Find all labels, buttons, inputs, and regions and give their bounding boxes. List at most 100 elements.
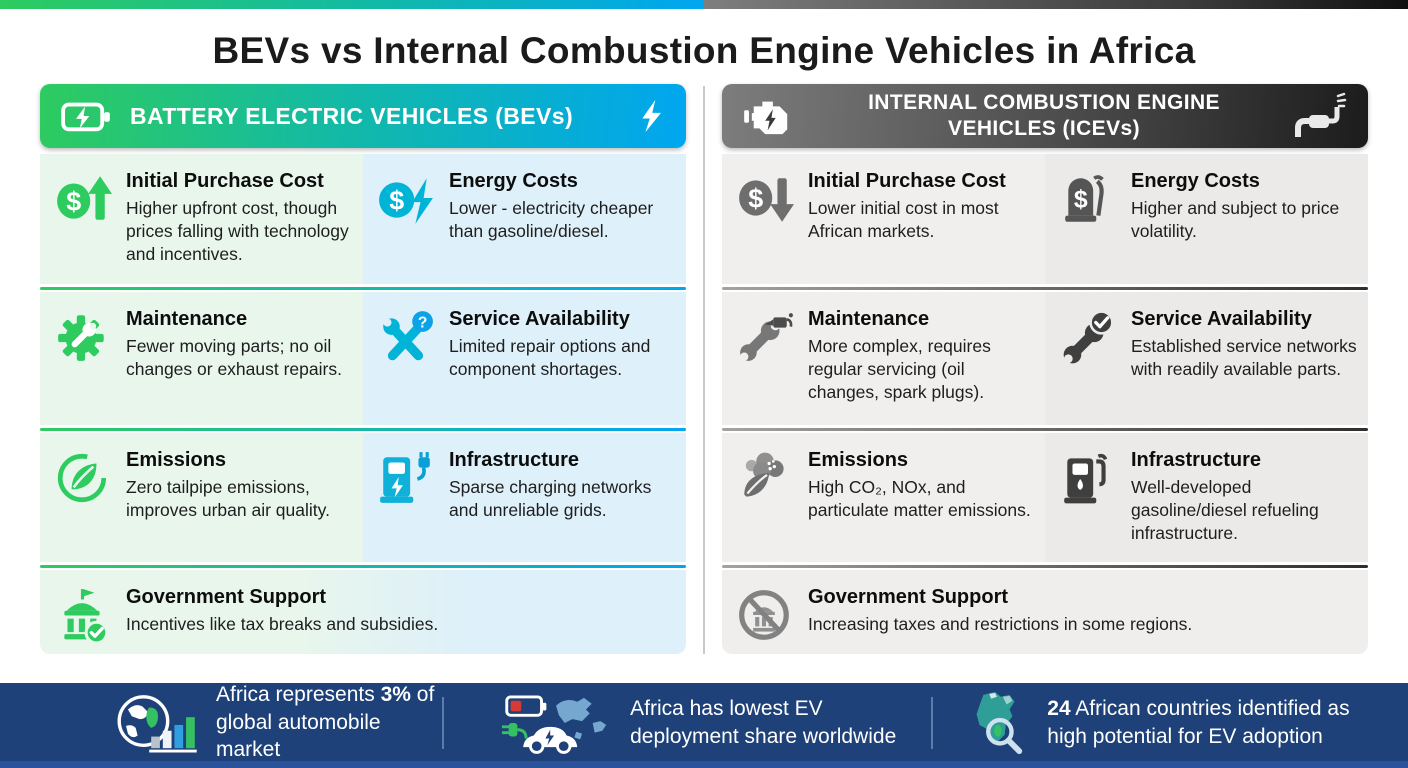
bev-row-divider (40, 286, 686, 290)
icev-header-title: INTERNAL COMBUSTION ENGINE VEHICLES (ICE… (868, 91, 1220, 140)
footer-stats-bar: Africa represents 3% of global automobil… (0, 683, 1408, 768)
cell-title: Energy Costs (1131, 170, 1260, 192)
footer-divider (931, 696, 934, 749)
leaf-circle-icon (54, 449, 112, 507)
cell-desc: Lower initial cost in most African marke… (808, 198, 999, 241)
stat-text-bold: 24 (1047, 696, 1071, 720)
svg-text:$: $ (66, 186, 81, 216)
bev-row-emissions: Emissions Zero tailpipe emissions, impro… (40, 433, 686, 562)
cell-title: Initial Purchase Cost (126, 170, 324, 192)
icev-cell-maintenance: Maintenance More complex, requires regul… (722, 292, 1045, 425)
engine-icon (742, 94, 798, 138)
svg-text:$: $ (748, 183, 763, 213)
icev-cell-service-availability: Service Availability Established service… (1045, 292, 1368, 425)
wrench-oil-can-icon (736, 308, 794, 366)
bev-cell-maintenance: Maintenance Fewer moving parts; no oil c… (40, 292, 363, 425)
icev-cell-energy-costs: $ Energy Costs Higher and subject to pri… (1045, 154, 1368, 284)
icev-row-maintenance: Maintenance More complex, requires regul… (722, 292, 1368, 425)
bev-cell-government-support: Government Support Incentives like tax b… (40, 570, 686, 654)
bev-row-divider (40, 564, 686, 568)
cell-desc: Limited repair options and component sho… (449, 336, 651, 379)
icev-row-costs: $ Initial Purchase Cost Lower initial co… (722, 154, 1368, 284)
lightning-bolt-icon (636, 93, 666, 139)
stat-text: Africa represents 3% of global automobil… (216, 681, 442, 764)
cell-title: Service Availability (1131, 308, 1312, 330)
cell-desc: Sparse charging networks and unreliable … (449, 477, 652, 520)
cell-title: Energy Costs (449, 170, 578, 192)
footer-bottom-strip (0, 761, 1408, 768)
bev-column: BATTERY ELECTRIC VEHICLES (BEVs) $ (40, 84, 686, 654)
icev-column: INTERNAL COMBUSTION ENGINE VEHICLES (ICE… (722, 84, 1368, 654)
stat-text: 24 African countries identified as high … (1047, 695, 1377, 750)
bev-cell-initial-purchase-cost: $ Initial Purchase Cost Higher upfront c… (40, 154, 363, 284)
icev-row-emissions: Emissions High CO₂, NOx, and particulate… (722, 433, 1368, 562)
icev-cell-emissions: Emissions High CO₂, NOx, and particulate… (722, 433, 1045, 562)
dollar-down-arrow-icon: $ (736, 170, 794, 228)
exhaust-pipe-icon (1290, 91, 1348, 141)
cell-desc: Established service networks with readil… (1131, 336, 1357, 379)
cell-title: Maintenance (126, 308, 248, 330)
cell-title: Infrastructure (1131, 449, 1262, 471)
dollar-lightning-icon: $ (377, 170, 435, 228)
bev-row-divider (40, 427, 686, 431)
wrench-check-icon (1059, 308, 1117, 366)
stat-ev-potential: 24 African countries identified as high … (933, 683, 1408, 768)
top-accent-icev-segment (704, 0, 1408, 9)
svg-text:$: $ (389, 185, 404, 215)
cell-title: Emissions (808, 449, 909, 471)
cell-desc: Incentives like tax breaks and subsidies… (126, 614, 439, 634)
bev-row-maintenance: Maintenance Fewer moving parts; no oil c… (40, 292, 686, 425)
icev-cell-infrastructure: Infrastructure Well-developed gasoline/d… (1045, 433, 1368, 562)
cell-desc: Well-developed gasoline/diesel refueling… (1131, 477, 1319, 543)
cell-desc: Fewer moving parts; no oil changes or ex… (126, 336, 342, 379)
cell-title: Emissions (126, 449, 227, 471)
government-ban-icon (736, 586, 794, 644)
bev-cell-infrastructure: Infrastructure Sparse charging networks … (363, 433, 686, 562)
fuel-pump-dollar-icon: $ (1059, 170, 1117, 228)
footer-divider (442, 696, 445, 749)
icev-row-divider (722, 427, 1368, 431)
cell-title: Maintenance (808, 308, 930, 330)
cell-desc: Increasing taxes and restrictions in som… (808, 614, 1193, 634)
government-check-icon (54, 586, 112, 644)
gear-wrench-icon (54, 308, 112, 366)
top-accent-bar (0, 0, 1408, 9)
bev-row-costs: $ Initial Purchase Cost Higher upfront c… (40, 154, 686, 284)
africa-map-magnifier-icon (963, 690, 1029, 756)
dollar-up-arrow-icon: $ (54, 170, 112, 228)
icev-row-divider (722, 286, 1368, 290)
fuel-pump-icon (1059, 449, 1117, 507)
stat-text-post: African countries identified as high pot… (1047, 696, 1350, 748)
cell-desc: Lower - electricity cheaper than gasolin… (449, 198, 654, 241)
top-accent-bev-segment (0, 0, 704, 9)
icev-cell-initial-purchase-cost: $ Initial Purchase Cost Lower initial co… (722, 154, 1045, 284)
page-title: BEVs vs Internal Combustion Engine Vehic… (212, 30, 1196, 71)
bev-cell-energy-costs: $ Energy Costs Lower - electricity cheap… (363, 154, 686, 284)
wrench-question-icon: ? (377, 308, 435, 366)
globe-bar-chart-icon (116, 692, 198, 754)
cell-title: Service Availability (449, 308, 630, 330)
bev-header: BATTERY ELECTRIC VEHICLES (BEVs) (40, 84, 686, 148)
smoke-leaf-icon (736, 449, 794, 507)
comparison-columns: BATTERY ELECTRIC VEHICLES (BEVs) $ (0, 84, 1408, 654)
cell-title: Initial Purchase Cost (808, 170, 1006, 192)
svg-text:?: ? (418, 315, 427, 332)
stat-text-pre: Africa represents (216, 682, 381, 706)
svg-text:$: $ (1074, 186, 1088, 213)
stat-text-post: of global automobile market (216, 682, 435, 762)
icev-row-government: Government Support Increasing taxes and … (722, 570, 1368, 654)
stat-text: Africa has lowest EV deployment share wo… (630, 695, 931, 750)
cell-title: Government Support (126, 586, 327, 608)
bev-cell-service-availability: ? Service Availability Limited repair op… (363, 292, 686, 425)
icev-header: INTERNAL COMBUSTION ENGINE VEHICLES (ICE… (722, 84, 1368, 148)
ev-car-battery-map-icon (500, 692, 612, 754)
stat-text-bold: 3% (380, 682, 411, 706)
cell-desc: More complex, requires regular servicing… (808, 336, 991, 402)
bev-cell-emissions: Emissions Zero tailpipe emissions, impro… (40, 433, 363, 562)
ev-charger-plug-icon (377, 449, 435, 507)
cell-title: Government Support (808, 586, 1009, 608)
icev-cell-government-support: Government Support Increasing taxes and … (722, 570, 1368, 654)
cell-desc: High CO₂, NOx, and particulate matter em… (808, 477, 1031, 520)
icev-row-divider (722, 564, 1368, 568)
